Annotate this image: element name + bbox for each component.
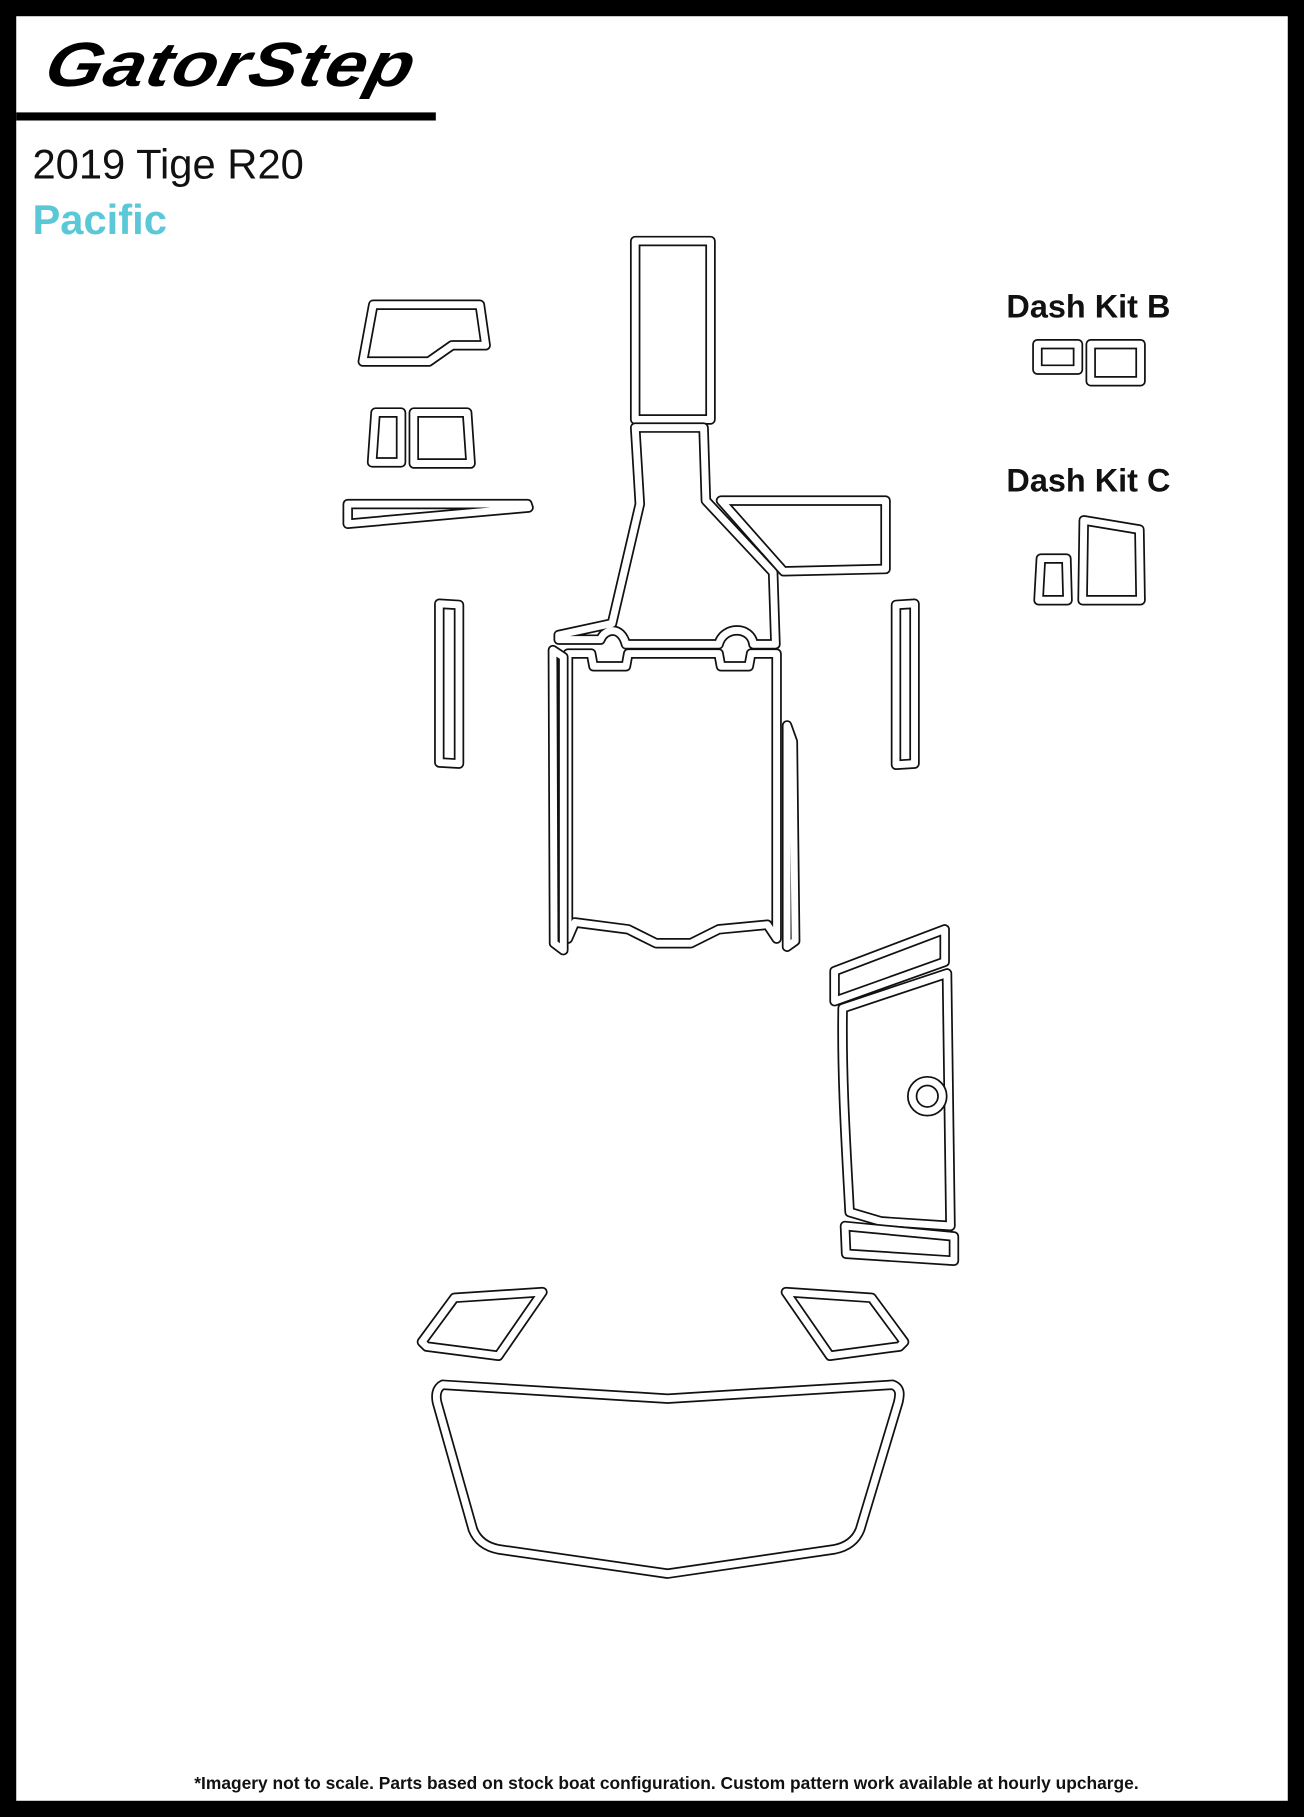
- part-small-left-b: [408, 407, 476, 469]
- part-small-left-b-inner-outline: [410, 409, 475, 467]
- part-main-deck: [562, 648, 782, 949]
- part-helm: [553, 422, 781, 650]
- part-deck-side-right-inner-outline: [783, 721, 799, 951]
- part-dash-kit-b-small: [1032, 338, 1084, 375]
- part-dash-kit-b-small-inner-outline: [1033, 340, 1082, 374]
- part-rear-strip-top-inner-outline: [831, 925, 949, 1005]
- part-rear-strip-top: [829, 924, 950, 1007]
- footer-disclaimer: *Imagery not to scale. Parts based on st…: [194, 1773, 1138, 1793]
- part-dash-kit-c-large-inner-outline: [1079, 516, 1145, 604]
- part-thin-wedge: [342, 498, 534, 529]
- part-dash-kit-c-large: [1077, 515, 1146, 606]
- part-thin-wedge-inner-outline: [344, 500, 533, 528]
- part-bottom-wedge-right: [780, 1286, 910, 1362]
- logo: GatorStep: [38, 30, 424, 100]
- part-deck-side-left-inner-outline: [549, 646, 567, 954]
- part-main-deck-inner-outline: [564, 650, 781, 947]
- boat-model: 2019 Tige R20: [32, 140, 303, 187]
- part-tall-console: [629, 235, 716, 425]
- part-tall-console-inner-outline: [631, 237, 715, 423]
- part-strip-left-inner-outline: [435, 600, 463, 768]
- sheet-background: [16, 16, 1288, 1801]
- part-right-wedge: [715, 495, 891, 577]
- part-dash-kit-b-large: [1085, 338, 1146, 387]
- part-deck-side-left: [547, 644, 569, 956]
- part-small-left-a: [366, 407, 407, 468]
- part-upper-left-panel: [357, 299, 491, 367]
- part-helm-inner-outline: [555, 424, 779, 648]
- part-rear-strip-bottom: [839, 1220, 960, 1266]
- part-dash-kit-c-small: [1033, 553, 1073, 606]
- part-rear-strip-bottom-inner-outline: [841, 1222, 958, 1265]
- part-right-wedge-inner-outline: [717, 497, 890, 575]
- part-deck-side-right: [781, 720, 801, 952]
- dash-kit-c-label: Dash Kit C: [1006, 462, 1170, 498]
- part-dash-kit-b-large-inner-outline: [1087, 340, 1145, 385]
- part-bottom-wedge-right-inner-outline: [782, 1288, 908, 1360]
- part-rear-panel: [837, 968, 956, 1232]
- part-swim-platform: [431, 1379, 905, 1579]
- part-bottom-wedge-left-inner-outline: [418, 1288, 546, 1360]
- part-strip-left: [434, 598, 465, 769]
- part-upper-left-panel-inner-outline: [359, 301, 490, 366]
- dash-kit-b-label: Dash Kit B: [1006, 289, 1170, 325]
- part-rear-panel-inner-outline: [839, 969, 954, 1230]
- part-dash-kit-c-small-inner-outline: [1035, 555, 1072, 604]
- header-rule: [16, 112, 436, 121]
- mat-parts: [342, 235, 1146, 1579]
- part-strip-right-inner-outline: [892, 600, 919, 769]
- part-bottom-wedge-left: [416, 1286, 548, 1362]
- cup-holder-cutout: [908, 1077, 946, 1115]
- logo-wordmark: GatorStep: [38, 30, 424, 100]
- color-name: Pacific: [32, 196, 167, 243]
- part-swim-platform-inner-outline: [432, 1381, 903, 1578]
- part-small-left-a-inner-outline: [368, 409, 405, 466]
- part-strip-right: [890, 598, 920, 771]
